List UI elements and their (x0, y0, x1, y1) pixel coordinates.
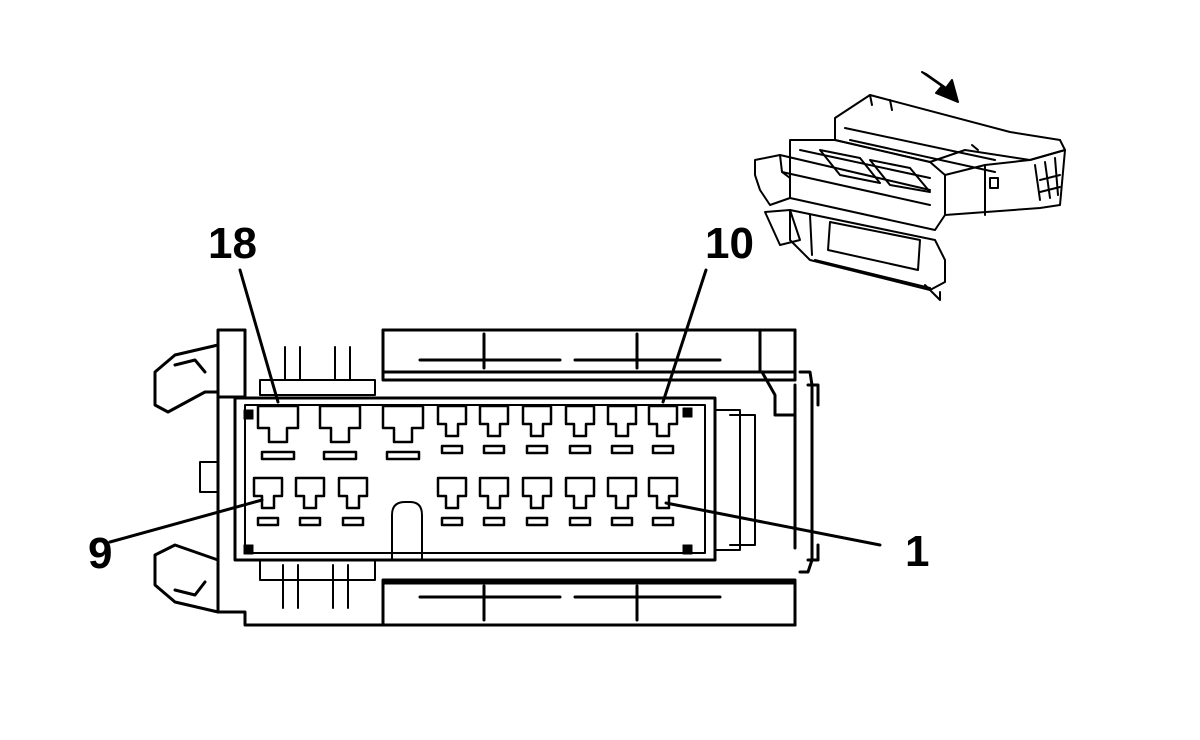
pin-cavity (478, 476, 510, 510)
leader-line-1 (664, 501, 882, 547)
pin-cavity-latch (525, 516, 549, 527)
pin-cavities (252, 404, 679, 527)
pin-label-9: 9 (88, 529, 113, 578)
pin-cavity (647, 404, 679, 438)
pin-cavity (564, 404, 596, 438)
pin-cavity-latch (298, 516, 322, 527)
pin-cavity-latch (568, 516, 592, 527)
pin-cavity-latch (385, 450, 421, 461)
view-direction-arrow-icon (921, 71, 959, 103)
pin-cavity (436, 476, 468, 510)
leader-line-18 (238, 268, 280, 404)
pin-cavity-latch (322, 450, 358, 461)
pin-cavity (318, 404, 362, 444)
pin-cavity (606, 476, 638, 510)
pin-cavity-latch (260, 450, 296, 461)
pin-cavity-latch (482, 444, 506, 455)
pin-cavity (256, 404, 300, 444)
pin-cavity-latch (440, 444, 464, 455)
leader-line-9 (108, 498, 264, 544)
pin-cavity (564, 476, 596, 510)
pin-cavity-latch (341, 516, 365, 527)
pin-cavity (647, 476, 679, 510)
connector-3d-view (754, 94, 1066, 301)
pin-cavity-latch (610, 516, 634, 527)
pin-cavity (294, 476, 326, 510)
pin-cavity-latch (651, 444, 675, 455)
pin-cavity-latch (440, 516, 464, 527)
pin-cavity-latch (482, 516, 506, 527)
pin-cavity (521, 476, 553, 510)
pin-cavity-latch (525, 444, 549, 455)
connector-face (153, 328, 820, 627)
pin-cavity-latch (568, 444, 592, 455)
pin-cavity (521, 404, 553, 438)
leader-lines (108, 268, 882, 547)
pin-label-10: 10 (705, 219, 754, 268)
pin-cavity-latch (610, 444, 634, 455)
pin-cavity-latch (651, 516, 675, 527)
pin-cavity (606, 404, 638, 438)
pin-label-18: 18 (208, 219, 257, 268)
pin-cavity (436, 404, 468, 438)
pin-cavity (478, 404, 510, 438)
pin-cavity (337, 476, 369, 510)
pin-cavity (381, 404, 425, 444)
pin-label-1: 1 (905, 527, 930, 576)
pin-cavity (252, 476, 284, 510)
pin-cavity-latch (256, 516, 280, 527)
leader-line-10 (661, 268, 708, 404)
